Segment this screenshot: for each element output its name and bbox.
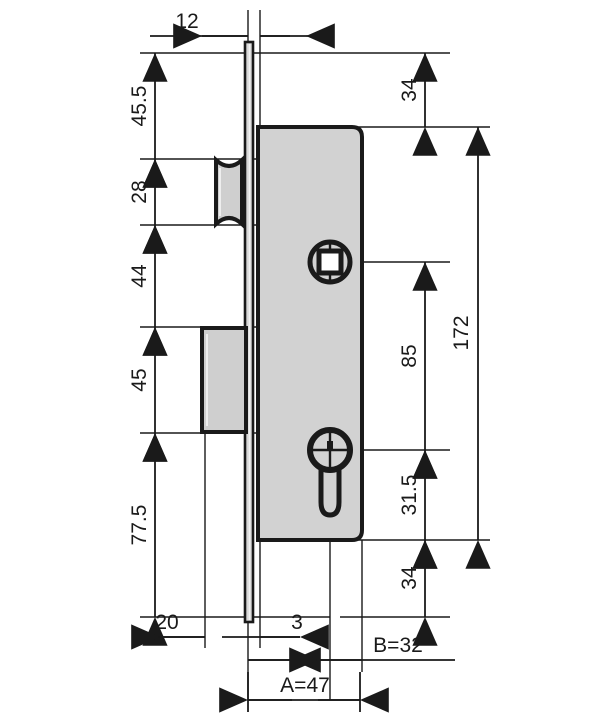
label-44: 44 (128, 264, 151, 288)
latch-bolt (214, 155, 244, 229)
horizontal-dimension-lines (131, 23, 455, 713)
label-a47: A=47 (280, 674, 330, 697)
label-20: 20 (155, 611, 178, 634)
label-77-5: 77.5 (128, 505, 151, 546)
cylinder-body-slot (318, 459, 342, 518)
label-172: 172 (450, 315, 473, 350)
euro-profile-cylinder-hole (307, 427, 353, 518)
label-12: 12 (175, 10, 198, 33)
label-34-top: 34 (398, 78, 421, 102)
label-31-5: 31.5 (398, 475, 421, 516)
label-45-5: 45.5 (128, 86, 151, 127)
label-b32: B=32 (373, 634, 423, 657)
dead-bolt (200, 326, 248, 434)
spindle-square (316, 248, 344, 276)
lock-case-outline (256, 125, 364, 542)
cylinder-cam-mark (327, 441, 333, 451)
latch-bolt-outline (214, 155, 244, 229)
label-3: 3 (291, 611, 303, 634)
lock-case-body (256, 125, 364, 542)
dead-bolt-outline (200, 326, 248, 434)
label-85: 85 (398, 344, 421, 367)
dimension-labels: 45.5 28 44 45 77.5 34 85 31.5 34 172 12 … (128, 10, 473, 697)
right-dimension-lines (412, 53, 491, 646)
label-45: 45 (128, 368, 151, 391)
square-spindle-hole (307, 239, 353, 285)
label-28: 28 (128, 180, 151, 203)
label-34-bottom: 34 (398, 566, 421, 590)
